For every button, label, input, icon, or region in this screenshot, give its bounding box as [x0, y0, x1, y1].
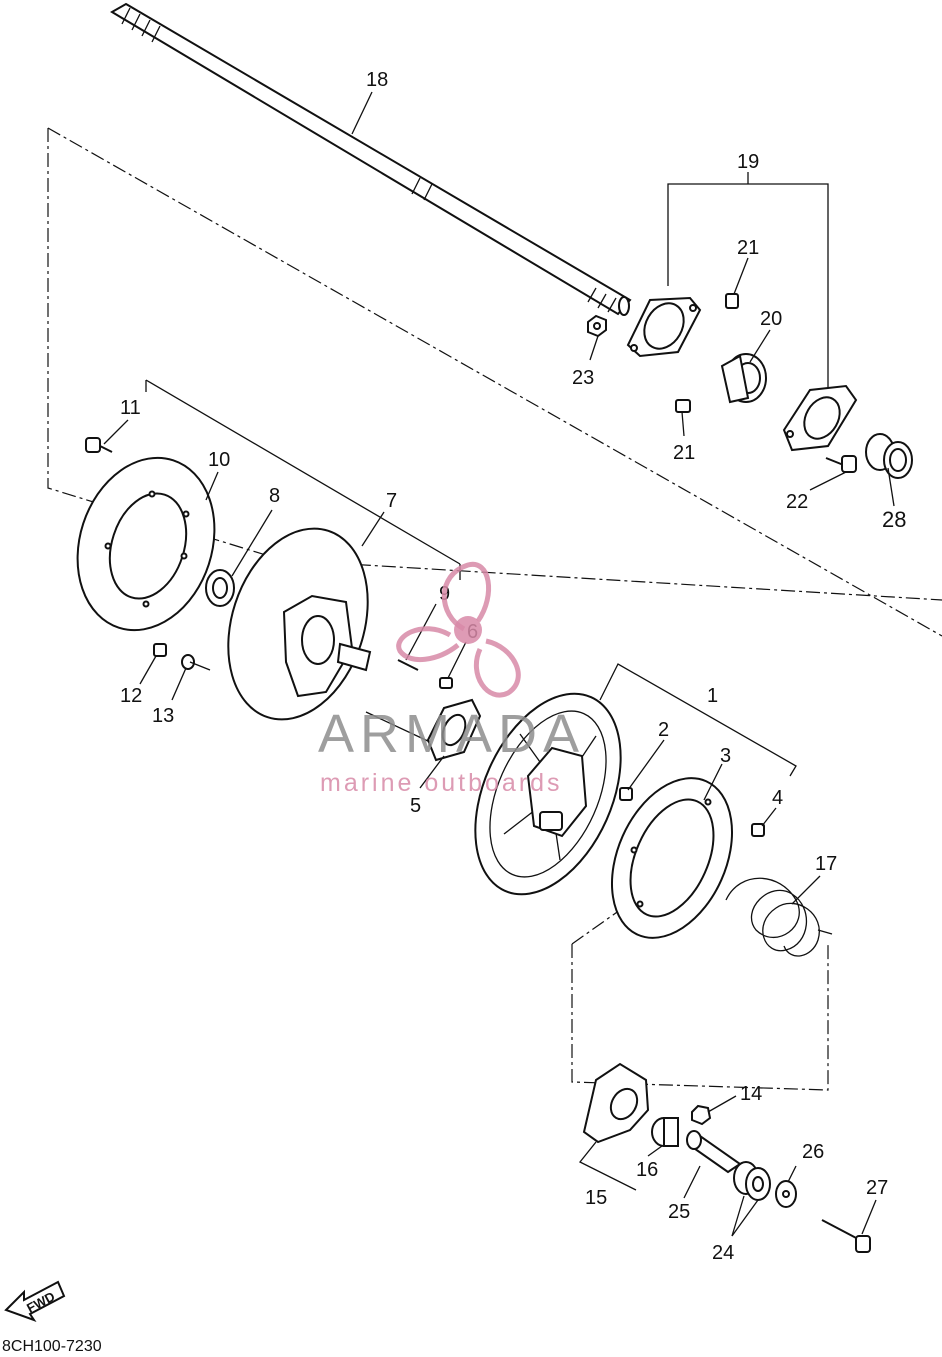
bolt-part-12: [153, 643, 167, 657]
bracket-1: [599, 663, 797, 777]
bolt-part-2: [619, 787, 633, 801]
bushing-part-8: [205, 569, 235, 607]
label-part-15: 15: [585, 1187, 607, 1209]
sheave-part-7: [227, 527, 372, 721]
label-part-20: 20: [760, 308, 782, 330]
fwd-label: FWD: [24, 1289, 57, 1316]
label-part-14: 14: [740, 1083, 762, 1105]
bolt-part-4: [751, 823, 765, 837]
label-part-19: 19: [737, 151, 759, 173]
label-part-1: 1: [707, 685, 718, 707]
grub-screw-part-21-bottom: [675, 399, 691, 413]
washer-part-13: [181, 654, 195, 670]
nut-part-23: [587, 314, 607, 338]
label-part-5: 5: [410, 795, 421, 817]
nut-part-14: [691, 1104, 712, 1126]
label-part-4: 4: [772, 787, 783, 809]
bolt-part-22: [825, 455, 857, 473]
bolt-part-27: [821, 1219, 871, 1253]
collar-part-28: [865, 433, 913, 479]
label-part-8: 8: [269, 485, 280, 507]
assembly-boundary-dashed: [47, 127, 942, 1091]
leader-lines: [103, 91, 895, 1237]
label-part-3: 3: [720, 745, 731, 767]
gasket-part-5: [426, 698, 482, 762]
bearing-housing-inner: [782, 384, 858, 452]
part-number-labels: 18 19 21 20 23 21 22 28 11 10 8 7 9 6 12…: [120, 69, 906, 1264]
weight-arm-part-15: [582, 1062, 650, 1144]
shim-plate-part-10: [76, 456, 216, 632]
washer-part-26: [775, 1180, 797, 1208]
label-part-12: 12: [120, 685, 142, 707]
bolt-part-9: [397, 659, 419, 671]
bushing-part-16: [651, 1117, 679, 1147]
bracket-19: [667, 172, 829, 388]
label-part-26: 26: [802, 1141, 824, 1163]
label-part-16: 16: [636, 1159, 658, 1181]
bolt-part-6: [439, 677, 453, 689]
drawing-code: 8CH100-7230: [2, 1338, 102, 1355]
label-part-7: 7: [386, 490, 397, 512]
label-part-25: 25: [668, 1201, 690, 1223]
label-part-13: 13: [152, 705, 174, 727]
label-part-23: 23: [572, 367, 594, 389]
label-part-27: 27: [866, 1177, 888, 1199]
grub-screw-part-21-top: [725, 293, 739, 309]
drive-shaft-part-18: [110, 2, 632, 316]
pin-part-25: [686, 1130, 742, 1174]
label-part-9: 9: [439, 583, 450, 605]
label-part-28: 28: [882, 507, 906, 532]
label-part-21-bottom: 21: [673, 442, 695, 464]
movable-sheave-part-1: [474, 692, 622, 896]
label-part-10: 10: [208, 449, 230, 471]
label-part-11: 11: [120, 397, 141, 419]
spring-part-17: [725, 877, 833, 957]
bearing-housing-outer: [626, 296, 702, 358]
label-part-22: 22: [786, 491, 808, 513]
label-part-24: 24: [712, 1242, 734, 1264]
label-part-18: 18: [366, 69, 388, 91]
label-part-6: 6: [467, 621, 478, 643]
bolt-part-11: [85, 437, 113, 453]
bearing-part-20: [720, 353, 767, 404]
label-part-17: 17: [815, 853, 837, 875]
roller-part-24: [733, 1161, 771, 1201]
fwd-arrow-icon: FWD: [4, 1280, 66, 1322]
label-part-21-top: 21: [737, 237, 759, 259]
label-part-2: 2: [658, 719, 669, 741]
shim-plate-part-3: [610, 777, 734, 939]
